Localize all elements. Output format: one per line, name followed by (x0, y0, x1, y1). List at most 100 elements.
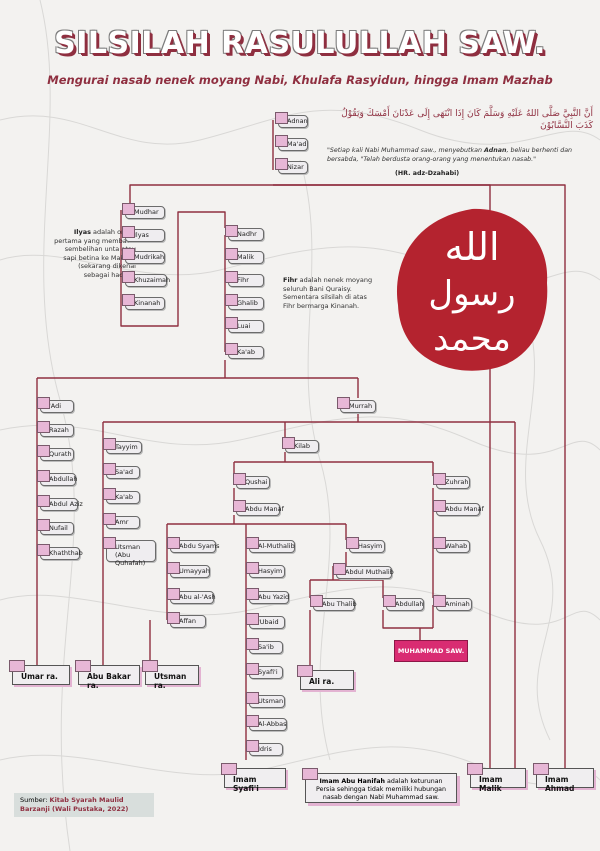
node-tag (337, 397, 350, 409)
node-label: Abdu Syams (179, 542, 220, 550)
node-tag (103, 438, 116, 450)
node-label: Qurath (49, 450, 72, 458)
node-tag (246, 562, 259, 574)
node-label: Ma'ad (287, 140, 307, 148)
node-label: Abdu Manaf (445, 505, 484, 513)
leaf-imam-malik: Imam Malik (467, 763, 526, 793)
node-label: Sa'ib (258, 643, 274, 651)
node-tag (122, 226, 135, 238)
node-tag (37, 445, 50, 457)
node-tag (383, 595, 396, 607)
leaf-label: Imam Ahmad (545, 775, 575, 793)
node-qushai: Qushai (233, 473, 270, 489)
node-tag (246, 588, 259, 600)
node-tag (233, 473, 246, 485)
note-ilyas-name: Ilyas (73, 228, 91, 236)
node-label: Ka'ab (237, 348, 256, 356)
node-utsman-syafii: Utsman (246, 692, 285, 708)
node-tag (122, 271, 135, 283)
node-label: Al-Muthalib (258, 542, 295, 550)
node-label: Al-Abbas (258, 720, 287, 728)
page-subtitle: Mengurai nasab nenek moyang Nabi, Khulaf… (47, 73, 553, 87)
node-label: Umayyah (179, 567, 210, 575)
node-abu-yazid: Abu Yazid (246, 588, 289, 604)
node-aminah: Aminah (433, 595, 472, 611)
node-label: Malik (237, 253, 254, 261)
leaf-label: Ali ra. (309, 677, 335, 686)
node-tag (167, 588, 180, 600)
node-tayyim: Tayyim (103, 438, 142, 454)
node-abu-al-ash: Abu al-'Ash (167, 588, 216, 604)
source-label: Sumber: (20, 796, 50, 804)
node-razah: Razah (37, 421, 74, 437)
node-luai: Luai (225, 317, 264, 333)
node-tag (122, 294, 135, 306)
node-label: Hasyim (358, 542, 383, 550)
node-tag (225, 294, 238, 306)
node-abdu-manaf: Abdu Manaf (233, 500, 284, 516)
node-label: Wahab (445, 542, 468, 550)
node-ghalib: Ghalib (225, 294, 264, 310)
node-utsman-abu-quhafah: Utsman (Abu Quhafah) (103, 537, 156, 567)
hanifah-text: adalah keturunan Persia sehingga tidak m… (316, 778, 446, 801)
source-book: Kitab Syarah Maulid Barzanji (Wali Pusta… (20, 796, 129, 813)
node-tag (37, 421, 50, 433)
node-tag (233, 500, 246, 512)
arabic-hadith: أَنَّ النَّبِيَّ صَلَّى اللهُ عَلَيْهِ و… (341, 109, 593, 131)
node-tag (37, 519, 50, 531)
quote-text-1: "Setiap kali Nabi Muhammad saw., menyebu… (327, 147, 483, 154)
node-al-abbas: Al-Abbas (246, 715, 287, 731)
leaf-tab (297, 665, 313, 677)
leaf-umar: Umar ra. (9, 660, 70, 685)
node-tag (433, 537, 446, 549)
node-saad: Sa'ad (103, 463, 140, 479)
note-imam-abu-hanifah: Imam Abu Hanifah adalah keturunan Persia… (302, 768, 457, 803)
node-nufail: Nufail (37, 519, 74, 535)
node-tag (103, 488, 116, 500)
node-tag (225, 248, 238, 260)
node-abdu-manaf-zuhrah: Abdu Manaf (433, 500, 484, 516)
node-tag (282, 437, 295, 449)
node-label: Luai (237, 322, 251, 330)
node-label: Abdul Aziz (49, 500, 83, 508)
hadith-translation: "Setiap kali Nabi Muhammad saw., menyebu… (327, 147, 577, 164)
node-label: Hasyim (258, 567, 283, 575)
node-tag (275, 112, 288, 124)
node-tag (433, 473, 446, 485)
node-tag (122, 203, 135, 215)
node-label: Utsman (Abu Quhafah) (115, 543, 146, 567)
node-label: Nufail (49, 524, 68, 532)
leaf-label: Imam Malik (479, 775, 503, 793)
node-zuhrah: Zuhrah (433, 473, 470, 489)
node-label: Khuzaimah (134, 276, 171, 284)
leaf-label: Utsman ra. (154, 672, 187, 690)
node-abdullah-umar: Abdullah (37, 470, 78, 486)
node-tag (225, 271, 238, 283)
node-nizar: Nizar (275, 158, 308, 174)
hadith-source: (HR. adz-Dzahabi) (395, 170, 460, 177)
node-amr: Amr (103, 513, 140, 529)
node-label: Ilyas (134, 231, 149, 239)
node-tag (37, 470, 50, 482)
node-qurath: Qurath (37, 445, 74, 461)
node-label: Affan (179, 617, 197, 625)
node-label: Tayyim (115, 443, 138, 451)
node-tag (122, 248, 135, 260)
node-mudhar: Mudhar (122, 203, 165, 219)
node-abdul-aziz: Abdul Aziz (37, 495, 83, 511)
leaf-abu-bakar: Abu Bakar ra. (75, 660, 140, 690)
node-label: Khaththab (49, 549, 83, 557)
node-tag (103, 537, 116, 549)
note-fihr: Fihr adalah nenek moyang seluruh Bani Qu… (283, 276, 379, 310)
node-label: Kinanah (134, 299, 161, 307)
node-tag (433, 595, 446, 607)
leaf-label: Imam Syafi'i (233, 775, 259, 793)
node-syafii: Syafi'i (246, 663, 283, 679)
node-tag (310, 595, 323, 607)
leaf-tab (75, 660, 91, 672)
node-label: Sa'ad (115, 468, 134, 476)
node-tag (246, 663, 259, 675)
leaf-tab (467, 763, 483, 775)
quote-name: Adnan (484, 147, 507, 154)
